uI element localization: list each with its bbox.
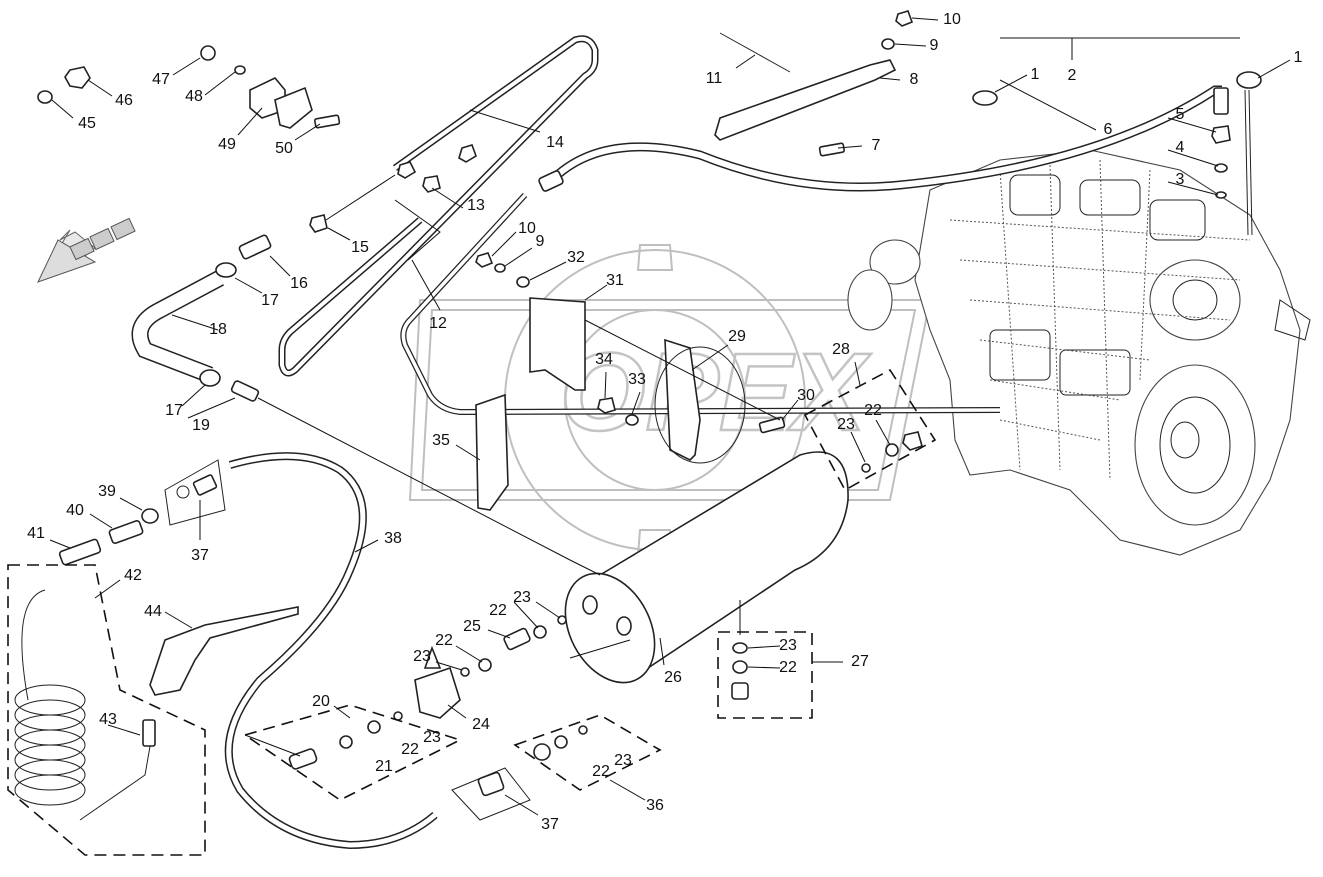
callout-c3: 3: [1176, 171, 1185, 188]
callout-c22e: 22: [864, 402, 882, 419]
callout-c10b: 10: [518, 220, 536, 237]
callout-c35: 35: [432, 432, 450, 449]
callout-c22c: 22: [489, 602, 507, 619]
callout-c23c: 23: [513, 589, 531, 606]
air-gun: [149, 606, 299, 696]
air-tank: [564, 451, 849, 684]
callout-c32: 32: [567, 249, 585, 266]
callout-c34: 34: [595, 351, 613, 368]
callout-c46: 46: [115, 92, 133, 109]
callout-c42: 42: [124, 567, 142, 584]
group-frames: [7, 368, 937, 856]
callout-c20: 20: [312, 693, 330, 710]
engine-block: [847, 149, 1311, 556]
coil-hose: [14, 589, 156, 821]
callout-c24: 24: [472, 716, 490, 733]
callout-c1a: 1: [1031, 66, 1040, 83]
callout-c38: 38: [384, 530, 402, 547]
callout-c17a: 17: [261, 292, 279, 309]
callout-c39: 39: [98, 483, 116, 500]
callout-c26: 26: [664, 669, 682, 686]
callout-c25: 25: [463, 618, 481, 635]
callout-c1b: 1: [1294, 49, 1303, 66]
callout-c30: 30: [797, 387, 815, 404]
callout-c50: 50: [275, 140, 293, 157]
callout-c13: 13: [467, 197, 485, 214]
direction-arrow-icon: [37, 217, 136, 283]
callout-c28: 28: [832, 341, 850, 358]
callout-c23d: 23: [779, 637, 797, 654]
callout-c15: 15: [351, 239, 369, 256]
callout-c43: 43: [99, 711, 117, 728]
callout-c2: 2: [1068, 67, 1077, 84]
callout-c47: 47: [152, 71, 170, 88]
callout-c12: 12: [429, 315, 447, 332]
callout-c40: 40: [66, 502, 84, 519]
callout-c21: 21: [375, 758, 393, 775]
callout-c9a: 9: [930, 37, 939, 54]
callout-c23b: 23: [413, 648, 431, 665]
callout-c37a: 37: [191, 547, 209, 564]
callout-c27: 27: [851, 653, 869, 670]
callout-c7: 7: [872, 137, 881, 154]
callout-c5: 5: [1176, 106, 1185, 123]
callout-labels: 1123456789101112131415161717181920212223…: [27, 11, 1302, 833]
callout-c8: 8: [910, 71, 919, 88]
callout-c29: 29: [728, 328, 746, 345]
callout-c19: 19: [192, 417, 210, 434]
callout-c37b: 37: [541, 816, 559, 833]
callout-c6: 6: [1104, 121, 1113, 138]
callout-c14: 14: [546, 134, 564, 151]
brackets: [475, 297, 786, 511]
callout-c10a: 10: [943, 11, 961, 28]
callout-c36: 36: [646, 797, 664, 814]
callout-c11: 11: [706, 70, 723, 87]
callout-c48: 48: [185, 88, 203, 105]
callout-c23e: 23: [837, 416, 855, 433]
callout-c17b: 17: [165, 402, 183, 419]
callout-c18: 18: [209, 321, 227, 338]
leader-lines: [49, 17, 1291, 816]
fittings: [14, 10, 1262, 821]
callout-c22a: 22: [401, 741, 419, 758]
callout-c31: 31: [606, 272, 624, 289]
callout-c23a: 23: [423, 729, 441, 746]
hose-2: [984, 24, 1251, 75]
callout-c4: 4: [1176, 139, 1185, 156]
callout-c33: 33: [628, 371, 646, 388]
callout-c22f: 22: [592, 763, 610, 780]
watermark-text: OPEX: [560, 331, 871, 454]
callout-c22b: 22: [435, 632, 453, 649]
callout-c23f: 23: [614, 752, 632, 769]
callout-c44: 44: [144, 603, 162, 620]
callout-c16: 16: [290, 275, 308, 292]
callout-c45: 45: [78, 115, 96, 132]
callout-c22d: 22: [779, 659, 797, 676]
callout-c49: 49: [218, 136, 236, 153]
callout-c41: 41: [27, 525, 45, 542]
callout-c9b: 9: [536, 233, 545, 250]
